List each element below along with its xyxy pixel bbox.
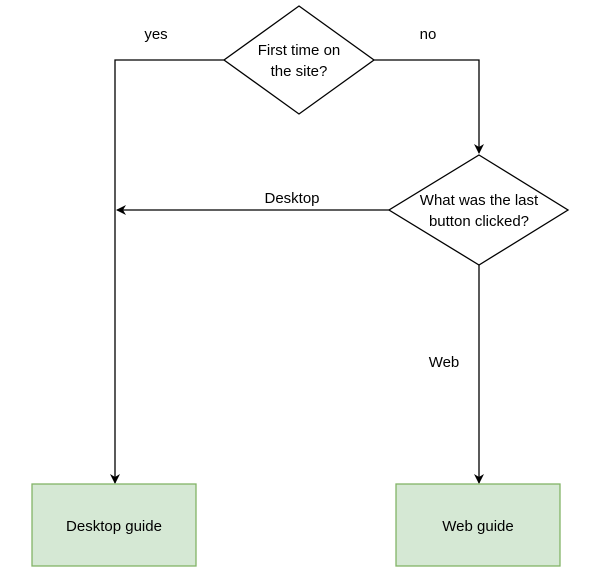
decision-last-button-line2: button clicked?	[429, 213, 529, 230]
outcome-desktop-guide-label: Desktop guide	[66, 518, 162, 535]
edge-label-web: Web	[429, 354, 460, 371]
decision-last-button: What was the last button clicked?	[387, 154, 570, 266]
edge-no-connector	[374, 59, 484, 154]
edge-label-desktop: Desktop	[264, 190, 319, 207]
outcome-desktop-guide: Desktop guide	[31, 483, 197, 567]
decision-last-button-line1: What was the last	[420, 192, 539, 209]
decision-last-button-shape	[387, 154, 570, 266]
edge-label-no: no	[420, 26, 437, 43]
outcome-desktop-guide-box	[31, 483, 197, 567]
decision-first-time-line2: the site?	[271, 63, 328, 80]
decision-first-time-line1: First time on	[258, 42, 341, 59]
outcome-web-guide-label: Web guide	[442, 518, 513, 535]
outcome-web-guide: Web guide	[395, 483, 561, 567]
outcome-web-guide-box	[395, 483, 561, 567]
decision-first-time-shape	[222, 5, 376, 115]
edge-yes-connector	[110, 59, 224, 484]
edge-label-yes: yes	[144, 26, 167, 43]
decision-first-time: First time on the site?	[222, 5, 376, 115]
